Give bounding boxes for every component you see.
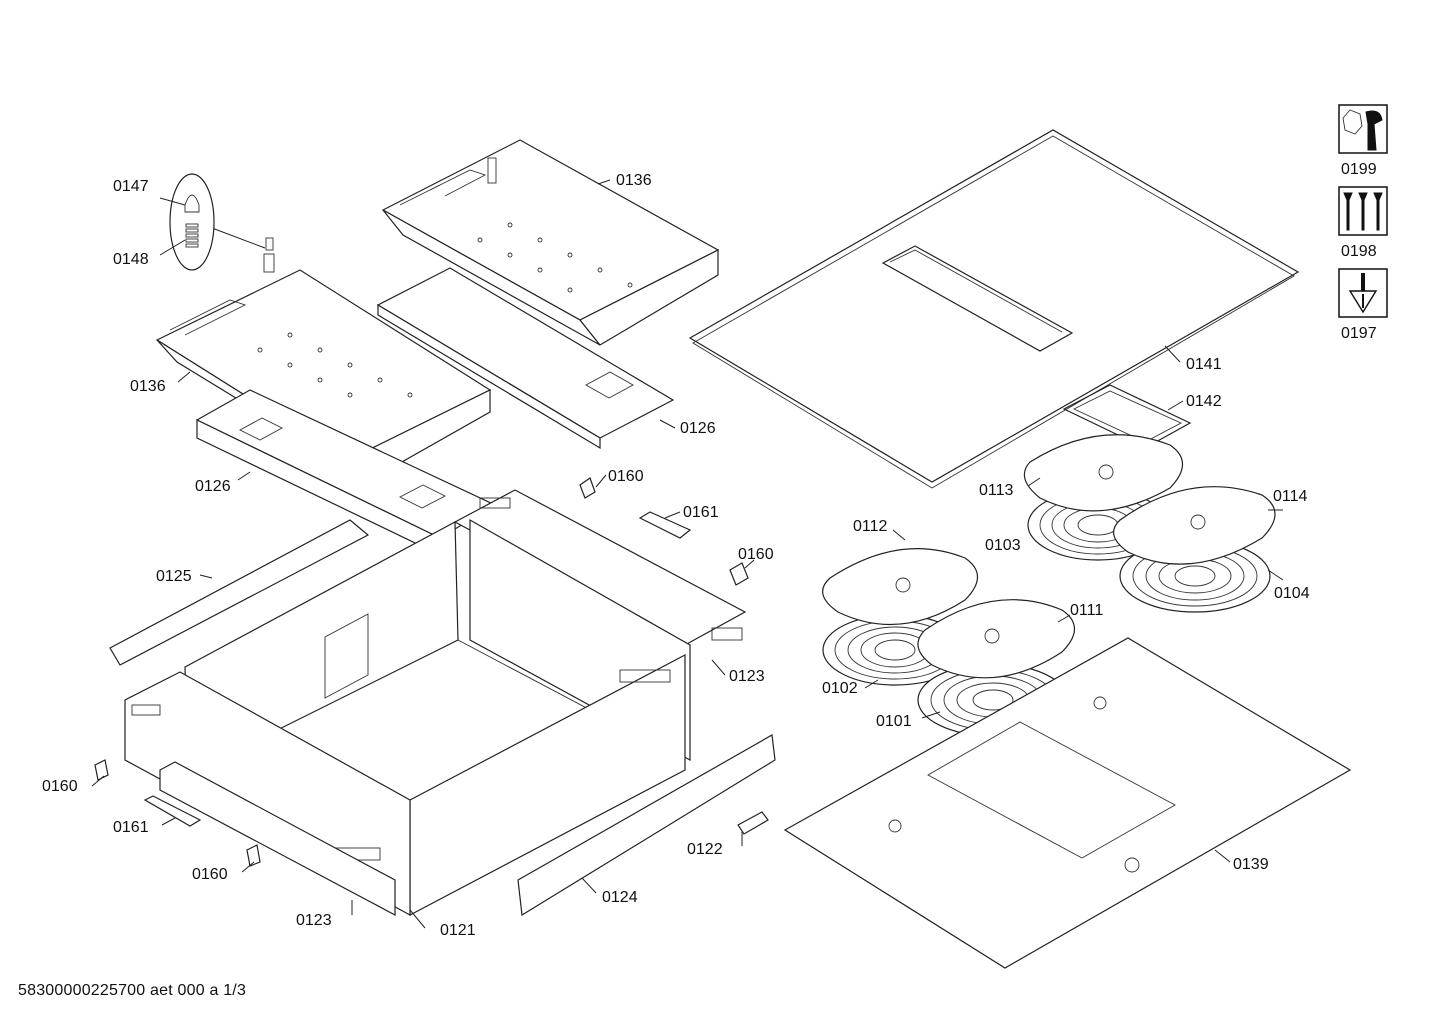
detail-balloon: [159, 173, 215, 271]
label-0126-rear: 0126: [680, 420, 716, 437]
plate-0111[interactable]: [917, 599, 1076, 679]
bracket-0123-right[interactable]: [711, 659, 726, 676]
plate-0112[interactable]: [822, 529, 979, 626]
tool-label-0199: 0199: [1341, 161, 1377, 178]
label-0148: 0148: [113, 251, 149, 268]
label-0139: 0139: [1233, 856, 1269, 873]
clip-0161-b[interactable]: [143, 795, 202, 827]
label-0126-front: 0126: [195, 478, 231, 495]
plate-0113[interactable]: [1023, 434, 1184, 512]
wrench-icon-shape: [1365, 110, 1383, 151]
tool-0199: [1338, 104, 1388, 154]
label-0123-right: 0123: [729, 668, 765, 685]
base-plate-0139[interactable]: [783, 637, 1352, 969]
label-0147: 0147: [113, 178, 149, 195]
clip-0160-a[interactable]: [579, 474, 607, 499]
module-0136-rear[interactable]: [381, 139, 720, 346]
tool-0198: [1338, 186, 1388, 236]
spring-pin-assembly: [211, 227, 275, 273]
side-rail-0125[interactable]: [109, 519, 370, 666]
label-0142: 0142: [1186, 393, 1222, 410]
label-0123-left: 0123: [296, 912, 332, 929]
label-0112: 0112: [853, 518, 888, 535]
label-0104: 0104: [1274, 585, 1310, 602]
label-0160-c: 0160: [42, 778, 78, 795]
screwdriver-icon: [1348, 273, 1378, 314]
label-0141: 0141: [1186, 356, 1222, 373]
label-0124: 0124: [602, 889, 638, 906]
tool-label-0198: 0198: [1341, 243, 1377, 260]
tool-0197: [1338, 268, 1388, 318]
glass-top-0141[interactable]: [688, 129, 1300, 489]
housing-0121[interactable]: [124, 489, 747, 929]
wrench-nut-icon: [1342, 109, 1363, 135]
label-0114: 0114: [1273, 488, 1308, 505]
clip-0160-c[interactable]: [91, 759, 109, 787]
tray-0126-rear[interactable]: [376, 267, 676, 450]
label-0103: 0103: [985, 537, 1021, 554]
label-0160-d: 0160: [192, 866, 228, 883]
document-id: 58300000225700 aet 000 a 1/3: [18, 982, 247, 999]
tool-label-0197: 0197: [1341, 325, 1377, 342]
label-0160-a: 0160: [608, 468, 644, 485]
bracket-0123-left[interactable]: [159, 761, 396, 916]
label-0160-b: 0160: [738, 546, 774, 563]
plate-0114[interactable]: [1113, 486, 1283, 565]
label-0113: 0113: [979, 482, 1014, 499]
label-0161-a: 0161: [683, 504, 719, 521]
label-0136-front: 0136: [130, 378, 166, 395]
clip-0160-d[interactable]: [241, 844, 261, 873]
clip-0161-a[interactable]: [638, 511, 692, 539]
label-0121: 0121: [440, 922, 476, 939]
clip-0160-b[interactable]: [729, 559, 755, 586]
label-0102: 0102: [822, 680, 858, 697]
label-0125: 0125: [156, 568, 192, 585]
label-0161-b: 0161: [113, 819, 149, 836]
label-0101: 0101: [876, 713, 912, 730]
label-0111: 0111: [1070, 602, 1103, 619]
label-0122: 0122: [687, 841, 723, 858]
label-0136-rear: 0136: [616, 172, 652, 189]
side-rail-0124[interactable]: [517, 734, 776, 917]
clip-0122[interactable]: [737, 811, 769, 846]
screws-icon: [1343, 192, 1383, 231]
